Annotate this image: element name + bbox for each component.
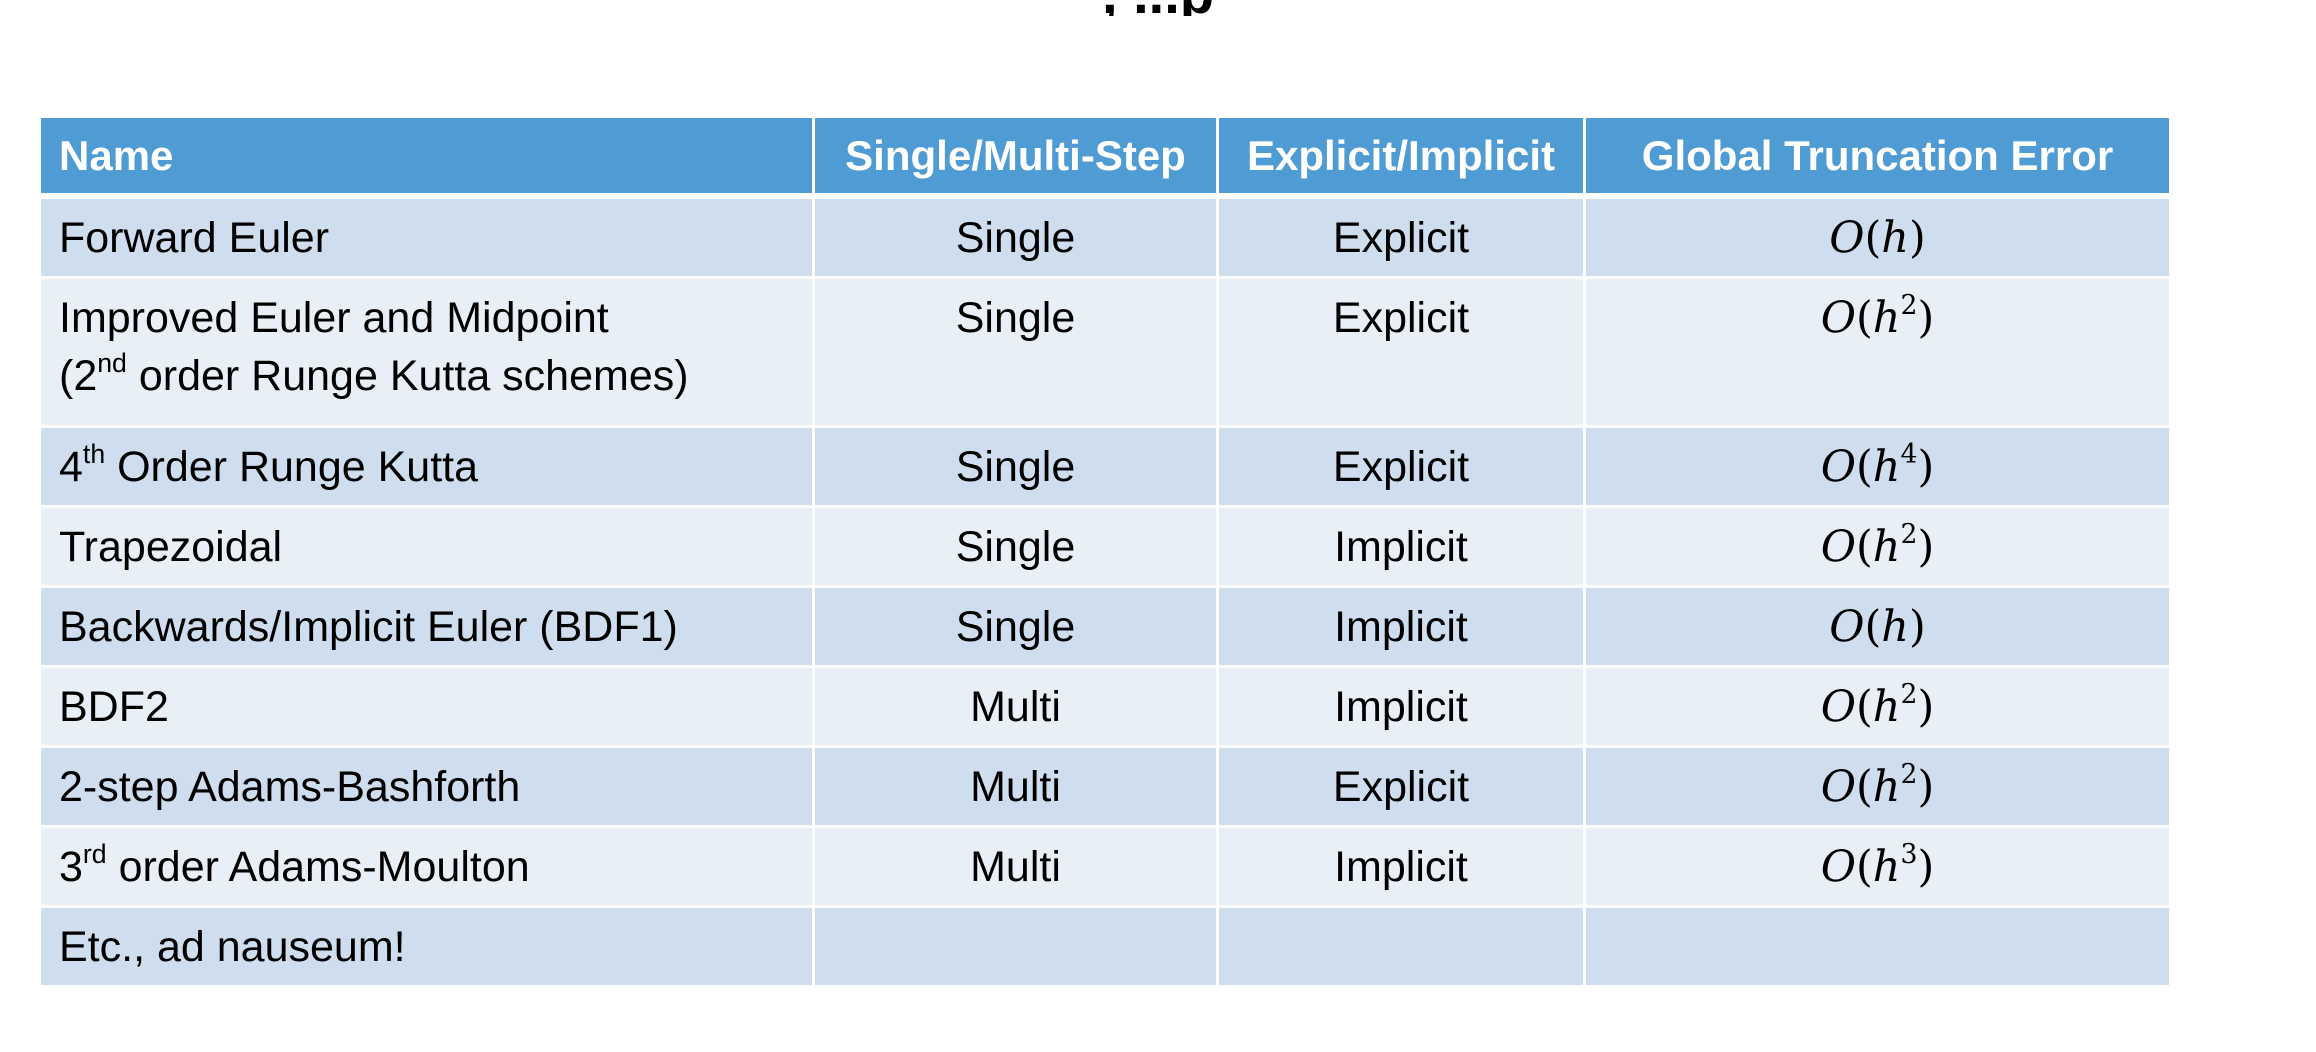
truncation-error: O(h4) [1586, 428, 2169, 508]
step-type: Single [815, 199, 1219, 279]
truncation-error [1586, 908, 2169, 988]
table-row: 4th Order Runge Kutta Single Explicit O(… [41, 428, 2169, 508]
method-name: BDF2 [41, 668, 815, 748]
method-name: Backwards/Implicit Euler (BDF1) [41, 588, 815, 668]
truncation-error: O(h2) [1586, 508, 2169, 588]
method-name: 3rd order Adams-Moulton [41, 828, 815, 908]
step-type [815, 908, 1219, 988]
header-explicit: Explicit/Implicit [1219, 118, 1586, 199]
step-type: Single [815, 588, 1219, 668]
header-name: Name [41, 118, 815, 199]
method-name: Etc., ad nauseum! [41, 908, 815, 988]
table-row: Etc., ad nauseum! [41, 908, 2169, 988]
explicit-type: Explicit [1219, 428, 1586, 508]
method-name: Forward Euler [41, 199, 815, 279]
truncation-error: O(h2) [1586, 668, 2169, 748]
explicit-type: Explicit [1219, 748, 1586, 828]
table-row: 3rd order Adams-Moulton Multi Implicit O… [41, 828, 2169, 908]
explicit-type: Implicit [1219, 588, 1586, 668]
table-row: Forward Euler Single Explicit O(h) [41, 199, 2169, 279]
method-name: 2-step Adams-Bashforth [41, 748, 815, 828]
methods-table: Name Single/Multi-Step Explicit/Implicit… [41, 118, 2169, 988]
table-row: BDF2 Multi Implicit O(h2) [41, 668, 2169, 748]
step-type: Multi [815, 668, 1219, 748]
method-name: Improved Euler and Midpoint (2nd order R… [41, 279, 815, 428]
step-type: Single [815, 508, 1219, 588]
explicit-type: Implicit [1219, 828, 1586, 908]
explicit-type: Implicit [1219, 668, 1586, 748]
explicit-type: Implicit [1219, 508, 1586, 588]
header-error: Global Truncation Error [1586, 118, 2169, 199]
table-header-row: Name Single/Multi-Step Explicit/Implicit… [41, 118, 2169, 199]
explicit-type: Explicit [1219, 199, 1586, 279]
slide-title-fragment: , ...p [0, 0, 2316, 16]
step-type: Multi [815, 748, 1219, 828]
truncation-error: O(h) [1586, 199, 2169, 279]
table-row: Improved Euler and Midpoint (2nd order R… [41, 279, 2169, 428]
truncation-error: O(h3) [1586, 828, 2169, 908]
method-name: 4th Order Runge Kutta [41, 428, 815, 508]
truncation-error: O(h) [1586, 588, 2169, 668]
truncation-error: O(h2) [1586, 279, 2169, 428]
explicit-type [1219, 908, 1586, 988]
table-row: Trapezoidal Single Implicit O(h2) [41, 508, 2169, 588]
truncation-error: O(h2) [1586, 748, 2169, 828]
table-row: 2-step Adams-Bashforth Multi Explicit O(… [41, 748, 2169, 828]
table-row: Backwards/Implicit Euler (BDF1) Single I… [41, 588, 2169, 668]
header-step: Single/Multi-Step [815, 118, 1219, 199]
step-type: Single [815, 279, 1219, 428]
explicit-type: Explicit [1219, 279, 1586, 428]
method-name: Trapezoidal [41, 508, 815, 588]
step-type: Multi [815, 828, 1219, 908]
step-type: Single [815, 428, 1219, 508]
